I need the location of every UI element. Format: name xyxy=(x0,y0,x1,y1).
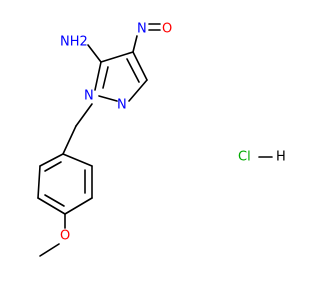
bond-n1-c5-double xyxy=(102,66,109,89)
bond-b3-b4 xyxy=(37,197,66,215)
bond-b4-b5 xyxy=(64,197,93,215)
bond-group xyxy=(37,23,273,257)
bond-c5-amine xyxy=(87,44,102,63)
bond-n2-n1 xyxy=(98,95,118,102)
atom-hydrogen: H xyxy=(276,150,286,165)
bond-c3-n2 xyxy=(128,79,148,102)
bond-c4-nitroso xyxy=(132,35,138,53)
bond-n1-c5 xyxy=(94,61,102,91)
bond-c4-c3 xyxy=(132,51,148,81)
bond-n1-ch2 xyxy=(75,103,93,127)
bond-b1-b2-inner xyxy=(44,161,62,172)
bond-b2-b3 xyxy=(37,165,41,199)
bond-ch2-ring xyxy=(62,125,77,155)
atom-labels: NH2 N O N N O Cl H xyxy=(60,22,286,244)
atom-nitroso-n: N xyxy=(137,22,147,37)
atom-chlorine: Cl xyxy=(238,150,251,165)
atom-amine: NH2 xyxy=(60,35,88,50)
bond-c5-c4 xyxy=(100,51,134,63)
bond-b6-b1 xyxy=(62,153,93,167)
bond-b3-b4-inner xyxy=(44,194,65,207)
bond-c4-c3-double xyxy=(126,58,140,83)
atom-nitroso-o: O xyxy=(162,22,172,37)
bond-o-ch3 xyxy=(39,243,60,257)
atom-ring-n1: N xyxy=(84,89,94,104)
atom-ring-n2: N xyxy=(117,98,127,113)
atom-methoxy-o: O xyxy=(60,229,70,244)
bond-b1-b2 xyxy=(39,153,64,167)
molecule-structure: NH2 N O N N O Cl H xyxy=(37,22,286,257)
